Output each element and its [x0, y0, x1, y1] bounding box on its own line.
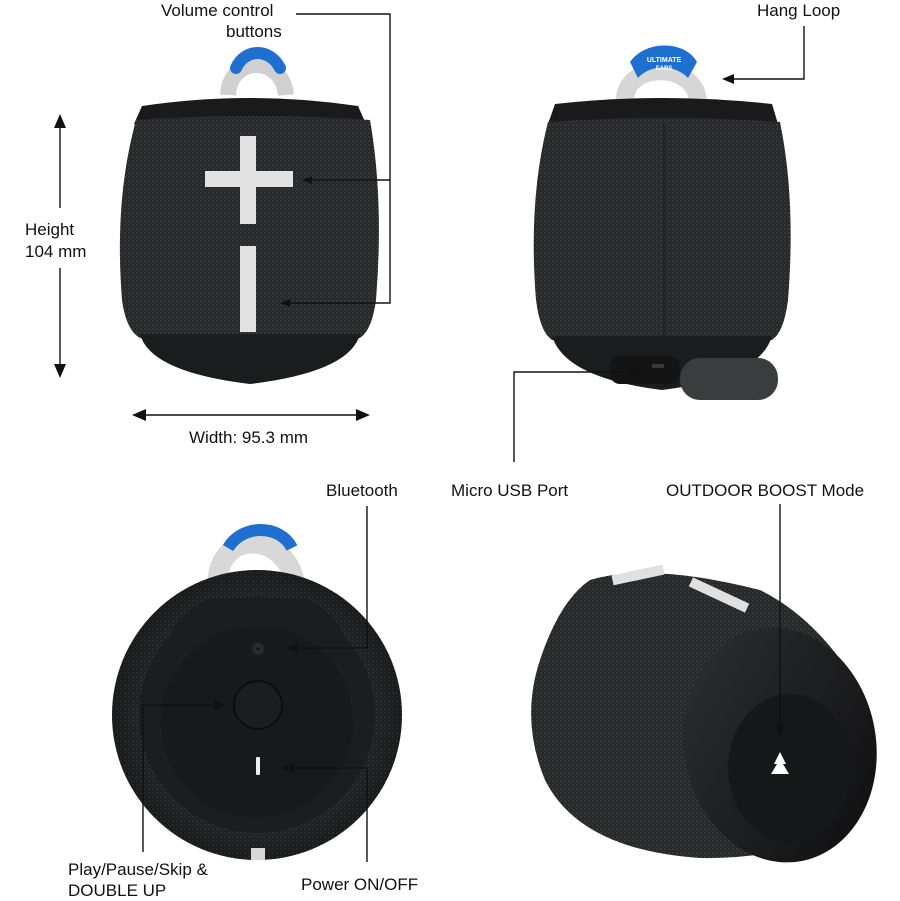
tree-icon: [771, 752, 789, 774]
hang-loop-grey: [220, 57, 294, 97]
svg-text:EARS: EARS: [656, 66, 673, 72]
hang-loop-blue: [230, 47, 286, 74]
label-micro-usb-port: Micro USB Port: [451, 481, 569, 500]
volume-down-button: [240, 246, 256, 332]
label-volume-line2: buttons: [226, 22, 282, 41]
label-height-line1: Height: [25, 220, 75, 239]
label-play-pause-line2: DOUBLE UP: [68, 881, 167, 900]
label-power: Power ON/OFF: [301, 875, 419, 894]
speaker-front-view: [119, 47, 379, 384]
label-height-value: 104 mm: [25, 242, 87, 261]
leader-lines: [59, 13, 805, 862]
speaker-top-view: [112, 524, 402, 860]
label-volume-line1: Volume control: [161, 1, 274, 20]
micro-usb-port: [652, 364, 664, 368]
hang-loop-ultimate-ears: [630, 45, 697, 78]
power-button: [256, 757, 260, 775]
label-width: Width: 95.3 mm: [189, 428, 309, 447]
outdoor-boost-panel: [728, 694, 852, 842]
label-play-pause-line1: Play/Pause/Skip &: [68, 860, 208, 879]
arrow-heads: [54, 74, 785, 773]
label-hang-loop: Hang Loop: [757, 1, 841, 20]
label-outdoor-boost: OUTDOOR BOOST Mode: [666, 481, 865, 500]
usb-port-housing: [610, 356, 680, 384]
usb-port-cover: [680, 358, 778, 400]
speaker-angled-view: [531, 564, 877, 863]
speaker-back-view: ULTIMATE EARS: [533, 45, 791, 400]
label-bluetooth: Bluetooth: [326, 481, 398, 500]
play-pause-button: [233, 680, 283, 730]
svg-text:ULTIMATE: ULTIMATE: [647, 57, 682, 64]
